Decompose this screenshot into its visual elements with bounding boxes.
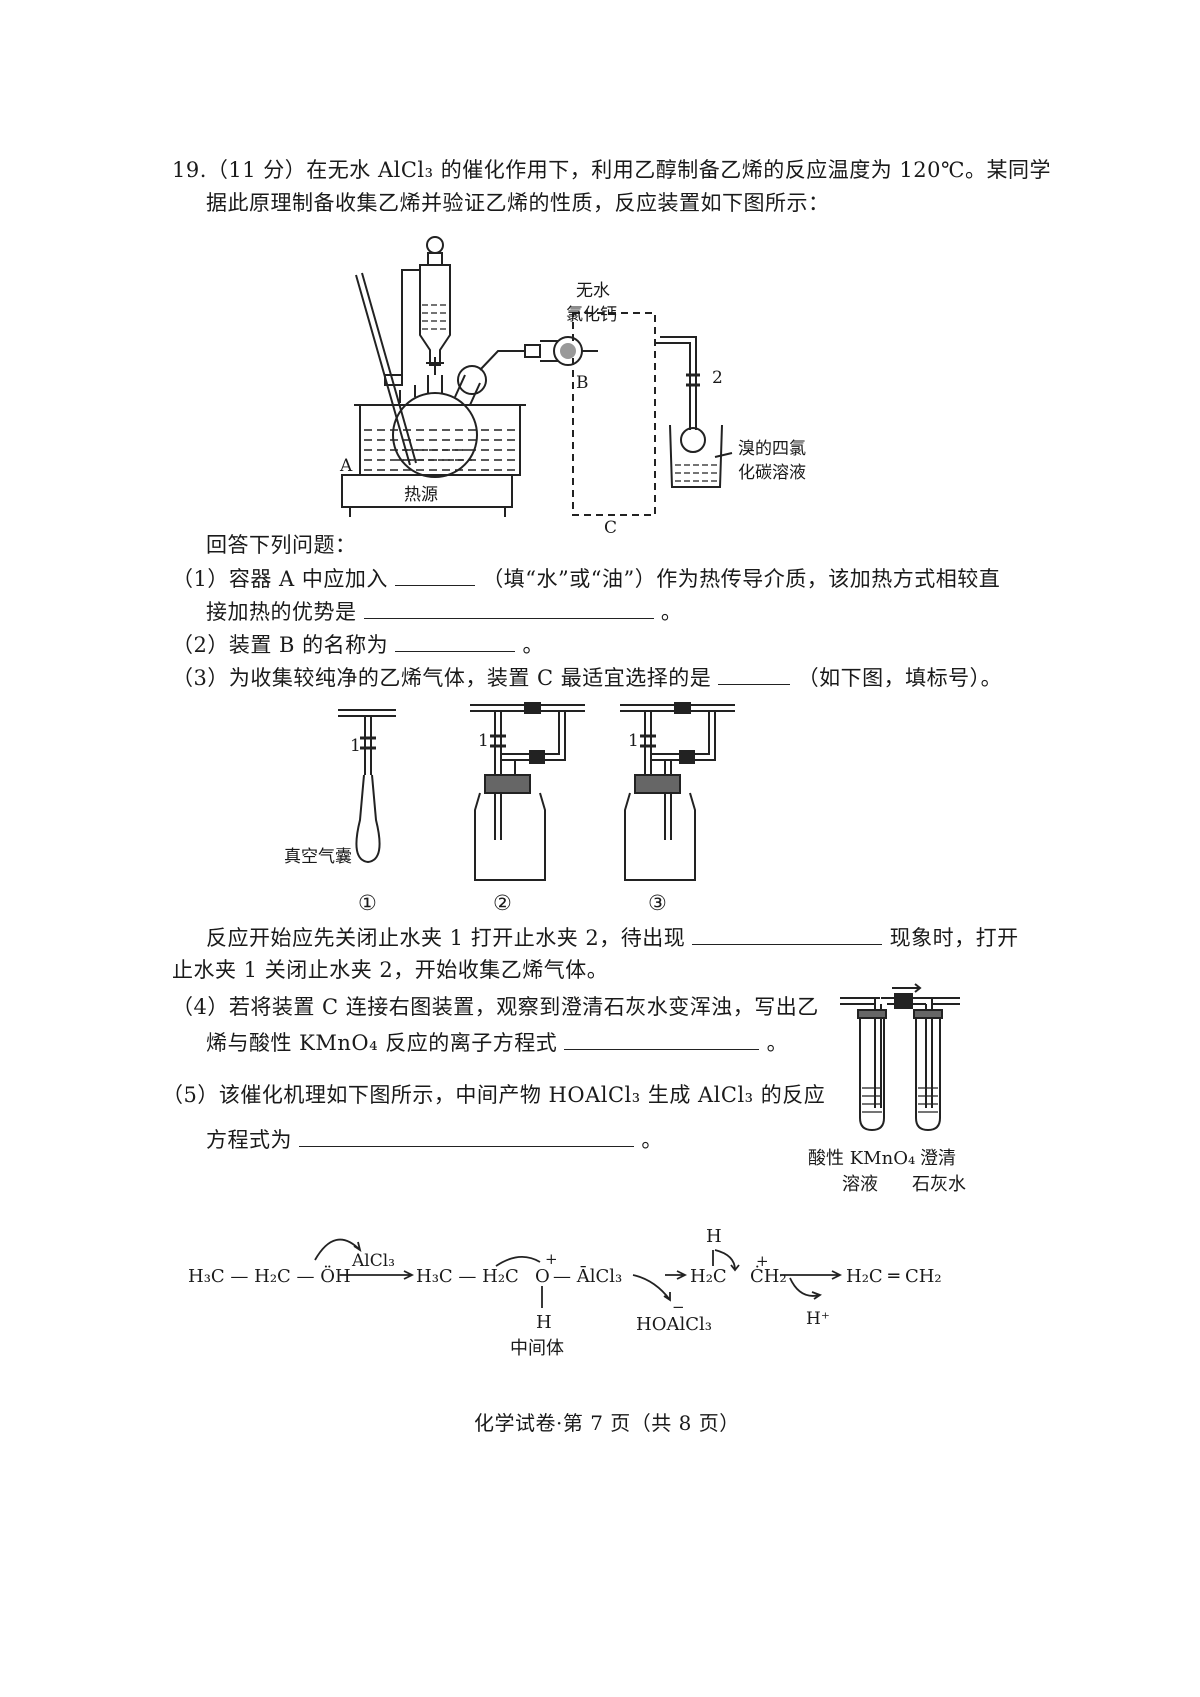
q1-line-2: 接加热的优势是 。 — [206, 596, 682, 627]
option-1-clamp-label: 1 — [350, 736, 361, 756]
q2-line: （2）装置 B 的名称为 。 — [172, 629, 544, 660]
curved-arrow-2 — [495, 1256, 541, 1267]
option-3-bottle — [624, 792, 696, 881]
bubbler-bulb — [680, 427, 706, 453]
bromine-solution-label-2: 化碳溶液 — [738, 463, 806, 483]
collection-options-figure — [338, 702, 735, 881]
device-b-label: B — [576, 373, 589, 393]
q3b-line-1: 反应开始应先关闭止水夹 1 打开止水夹 2，待出现 现象时，打开 — [206, 922, 1019, 953]
q3-text: （3）为收集较纯净的乙烯气体，装置 C 最适宜选择的是 — [172, 666, 712, 690]
catalyst-label: AlCl₃ — [352, 1251, 395, 1271]
beaker — [669, 424, 723, 488]
q1-text-b: （填“水”或“油”）作为热传导介质，该加热方式相较直 — [482, 567, 1001, 591]
q2-text: （2）装置 B 的名称为 — [172, 633, 389, 657]
q4-end: 。 — [766, 1031, 789, 1055]
device-c-box — [572, 312, 656, 516]
carbocation-left: H₂C — [690, 1266, 727, 1287]
q2-blank[interactable] — [395, 629, 516, 652]
q3-line: （3）为收集较纯净的乙烯气体，装置 C 最适宜选择的是 （如下图，填标号）。 — [172, 662, 1002, 693]
reaction-arrow-3 — [780, 1270, 843, 1280]
option-1-tube — [338, 709, 396, 717]
device-c-label: C — [604, 518, 618, 538]
option-1-marker[interactable]: ① — [358, 891, 378, 915]
q3-end: （如下图，填标号）。 — [797, 666, 1003, 690]
bromine-solution-label-1: 溴的四氯 — [738, 439, 806, 459]
intermediate-left: H₃C — H₂C — [416, 1266, 519, 1287]
clamp-2-label: 2 — [712, 368, 723, 388]
carbocation-right: ĊH₂ — [750, 1266, 787, 1287]
answer-intro: 回答下列问题： — [206, 533, 357, 557]
q5-end: 。 — [641, 1128, 663, 1152]
q3b-text-a: 反应开始应先关闭止水夹 1 打开止水夹 2，待出现 — [206, 926, 686, 950]
option-3-stopper — [634, 774, 681, 794]
byproduct-charge: − — [672, 1298, 685, 1316]
option-2-stopper — [484, 774, 531, 794]
kmno4-label-2: 溶液 — [842, 1174, 878, 1195]
q5-text: 方程式为 — [206, 1128, 292, 1152]
question-line-1: 19.（11 分）在无水 AlCl₃ 的催化作用下，利用乙醇制备乙烯的反应温度为… — [172, 158, 1051, 182]
q1-blank-1[interactable] — [395, 563, 476, 586]
q3-blank[interactable] — [718, 662, 791, 685]
heat-source-label: 热源 — [404, 485, 438, 505]
drying-agent-label-2: 氯化钙 — [566, 305, 617, 325]
o-hydrogen: H — [536, 1312, 552, 1333]
carbocation-charge: + — [756, 1252, 769, 1270]
round-bottom-flask — [392, 392, 478, 478]
q1-end: 。 — [660, 600, 683, 624]
page-footer: 化学试卷·第 7 页（共 8 页） — [474, 1411, 740, 1435]
q1-line-1: （1）容器 A 中应加入 （填“水”或“油”）作为热传导介质，该加热方式相较直 — [172, 563, 1000, 594]
q1-text-c: 接加热的优势是 — [206, 600, 357, 624]
q5-blank[interactable] — [299, 1124, 635, 1147]
q4-line-1: （4）若将装置 C 连接右图装置，观察到澄清石灰水变浑浊，写出乙 — [172, 995, 819, 1019]
side-bulb — [457, 365, 487, 395]
proton-label: H⁺ — [806, 1309, 830, 1329]
option-2-marker[interactable]: ② — [493, 891, 513, 915]
mechanism-arrows — [314, 1238, 843, 1308]
reaction-arrow-2 — [665, 1270, 688, 1280]
drying-agent-label-1: 无水 — [576, 281, 610, 301]
verification-figure — [840, 983, 960, 1132]
carbocation-h: H — [706, 1226, 722, 1247]
question-line-2: 据此原理制备收集乙烯并验证乙烯的性质，反应装置如下图所示： — [206, 191, 830, 215]
q3b-blank[interactable] — [692, 922, 883, 945]
drying-tube-b — [524, 344, 541, 358]
q3b-line-2: 止水夹 1 关闭止水夹 2，开始收集乙烯气体。 — [172, 958, 609, 982]
q1-blank-2[interactable] — [363, 596, 654, 619]
al-part: — ĀlCl₃ — [553, 1266, 623, 1287]
q3b-text-b: 现象时，打开 — [889, 926, 1019, 950]
vacuum-bag-label: 真空气囊 — [284, 847, 352, 867]
o-center: O — [535, 1266, 550, 1287]
q2-end: 。 — [522, 633, 545, 657]
o-charge: + — [545, 1250, 558, 1268]
bath-container-a — [359, 405, 521, 476]
reaction-arrow-1 — [340, 1270, 415, 1280]
thermometer — [355, 272, 417, 466]
q4-line-2: 烯与酸性 KMnO₄ 反应的离子方程式 。 — [206, 1027, 788, 1058]
limewater-label-2: 石灰水 — [912, 1174, 966, 1195]
option-2-bottle — [474, 792, 546, 881]
ethanol-formula: H₃C — H₂C — ÖH — [188, 1266, 351, 1287]
q5-line-1: （5）该催化机理如下图所示，中间产物 HOAlCl₃ 生成 AlCl₃ 的反应 — [162, 1083, 826, 1107]
flow-arrow — [892, 983, 922, 993]
limewater-label-1: 澄清 — [920, 1148, 956, 1169]
kmno4-label-1: 酸性 KMnO₄ — [808, 1148, 916, 1169]
q1-text-a: （1）容器 A 中应加入 — [172, 567, 388, 591]
option-2-clamp-label: 1 — [478, 731, 489, 751]
apparatus-figure — [341, 236, 733, 517]
limewater-tube — [915, 1016, 941, 1132]
q4-text: 烯与酸性 KMnO₄ 反应的离子方程式 — [206, 1031, 558, 1055]
container-a-label: A — [340, 456, 353, 476]
byproduct-formula: HOAlCl₃ — [636, 1314, 712, 1335]
intermediate-label: 中间体 — [510, 1338, 564, 1359]
ethylene-product: H₂C ═ CH₂ — [846, 1266, 942, 1287]
kmno4-tube — [859, 1016, 885, 1132]
dropping-funnel — [419, 264, 451, 366]
curved-arrow-4 — [789, 1277, 822, 1300]
q5-line-2: 方程式为 。 — [206, 1124, 663, 1155]
q4-blank[interactable] — [564, 1027, 760, 1050]
option-3-clamp-label: 1 — [628, 731, 639, 751]
curved-arrow-3 — [714, 1249, 740, 1272]
option-3-marker[interactable]: ③ — [648, 891, 668, 915]
vacuum-bag — [355, 774, 381, 864]
